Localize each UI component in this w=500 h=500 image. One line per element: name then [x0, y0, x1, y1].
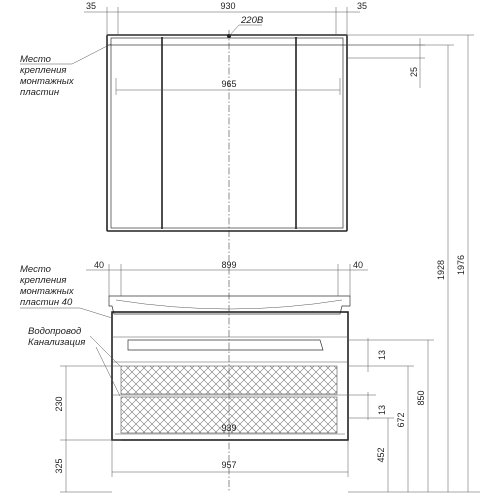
dim-vanity-top: 40 899 40: [86, 260, 368, 296]
note-vanity-mount-line3: монтажных: [20, 286, 75, 297]
dim-vanity-left-gap: 40: [94, 260, 104, 270]
dim-mirror-left-gap: 35: [86, 1, 96, 11]
mirror-top-rail: [106, 34, 348, 46]
dim-floor-to-top: 850: [416, 390, 426, 405]
dim-vanity-overall-label: 957: [221, 460, 236, 470]
dim-vanity-inner: 939: [115, 423, 345, 435]
dim-floor-to-mirror-ceiling: 1976: [456, 255, 466, 275]
power-callout: 220В: [227, 15, 264, 38]
dim-mirror-offset: 25: [347, 38, 425, 88]
note-mirror-mount-line2: крепления: [20, 65, 67, 76]
dim-floor-to-water: 672: [396, 412, 406, 427]
mirror-cabinet: [106, 34, 348, 232]
note-mirror-mount-line4: пластин: [20, 87, 60, 98]
dim-vanity-width: 899: [221, 260, 236, 270]
dim-vanity-overall: 957: [111, 440, 349, 477]
dim-vanity-inner-label: 939: [221, 423, 236, 433]
basin-curve: [115, 299, 343, 310]
note-plumbing-drain: Канализация: [28, 337, 85, 348]
note-vanity-mount-line1: Место: [20, 264, 51, 275]
dim-mirror-overall-label: 965: [221, 79, 236, 89]
mirror-outline: [106, 34, 348, 232]
dim-mirror-overall: 965: [115, 78, 341, 95]
dim-mirror-width: 930: [220, 1, 235, 11]
dim-floor-to-drain: 452: [376, 447, 386, 462]
dim-drawer-gap-top: 13: [377, 350, 387, 360]
mirror-inner-frame: [110, 37, 344, 229]
note-vanity-mount-line4: пластин 40: [20, 297, 73, 308]
drawer-handle: [127, 339, 324, 351]
power-label: 220В: [240, 15, 264, 26]
dim-mirror-right-gap: 35: [357, 1, 367, 11]
dim-right-gaps: 13 13: [348, 338, 387, 420]
note-plumbing-water: Водопровод: [28, 326, 81, 337]
dim-right-vertical: 452 672 850 1928 1976: [347, 34, 480, 493]
drawer-lower: [120, 396, 338, 434]
dim-floor-to-vanity: 325: [54, 458, 64, 473]
note-plumbing: Водопровод Канализация: [28, 326, 121, 397]
note-vanity-mount: Место крепления монтажных пластин 40: [20, 264, 113, 319]
dim-floor-to-mirror-top: 1928: [436, 260, 446, 280]
basin-top: [108, 295, 351, 315]
dim-drawer-gap-bottom: 13: [377, 405, 387, 415]
drawer-upper: [120, 365, 338, 395]
dim-mirror-offset-label: 25: [409, 67, 419, 77]
vanity-body: [111, 311, 349, 441]
dim-vanity-right-gap: 40: [353, 260, 363, 270]
note-mirror-mount: Место крепления монтажных пластин: [20, 43, 112, 98]
note-vanity-mount-line2: крепления: [20, 275, 67, 286]
note-mirror-mount-line3: монтажных: [20, 76, 75, 87]
dim-drawer-height: 230: [54, 396, 64, 411]
dim-left-vertical: 230 325: [54, 365, 121, 493]
vanity-unit: [108, 295, 351, 441]
dim-mirror-top: 35 930 35: [84, 1, 367, 36]
note-mirror-mount-line1: Место: [20, 54, 51, 65]
